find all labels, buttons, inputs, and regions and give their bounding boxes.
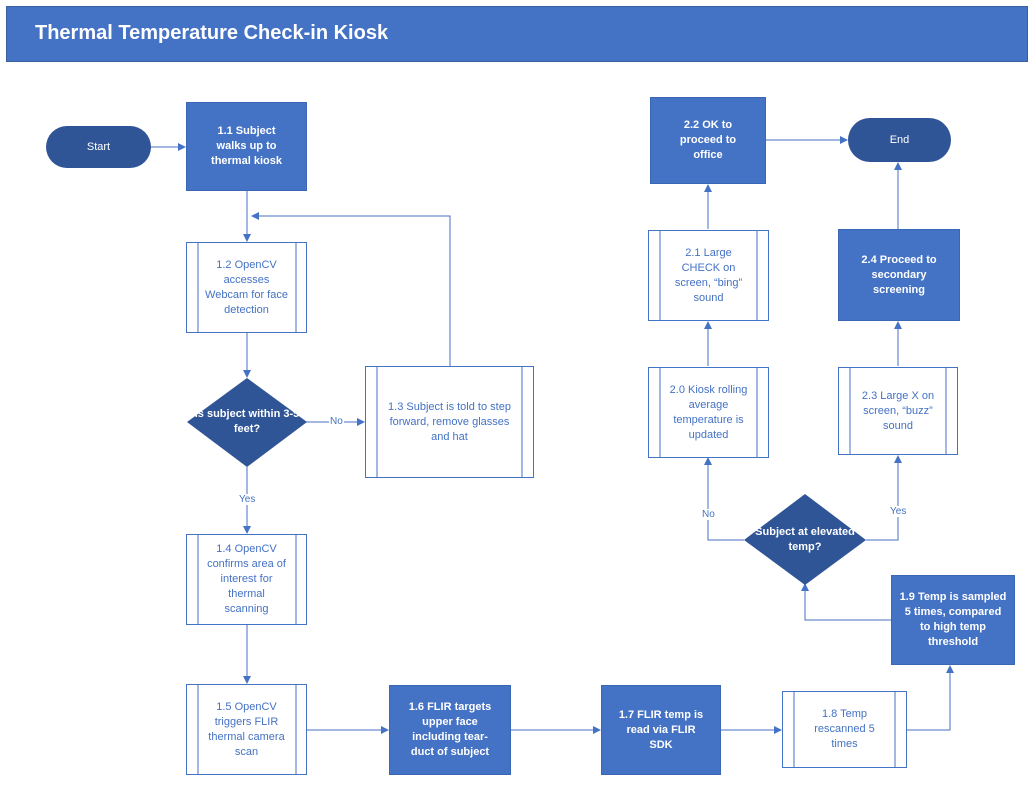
step-1-4-box: 1.4 OpenCV confirms area of interest for…	[186, 534, 307, 625]
step-1-6-label: 1.6 FLIR targets upper face including te…	[408, 701, 492, 758]
step-2-3-box: 2.3 Large X on screen, “buzz” sound	[838, 367, 958, 455]
end-terminal: End	[848, 118, 951, 162]
step-2-4-box: 2.4 Proceed to secondary screening	[838, 229, 960, 321]
step-1-2-label: 1.2 OpenCV accesses Webcam for face dete…	[205, 258, 288, 316]
step-1-3-label: 1.3 Subject is told to step forward, rem…	[388, 400, 511, 443]
step-2-2-box: 2.2 OK to proceed to office	[650, 97, 766, 184]
edge-label-d1-no: No	[329, 416, 344, 427]
step-1-1-label: 1.1 Subject walks up to thermal kiosk	[211, 125, 282, 167]
step-2-1-label: 2.1 Large CHECK on screen, “bing” sound	[674, 246, 743, 304]
decision-elevated-temp-label: Subject at elevated temp?	[755, 526, 855, 553]
step-1-5-box: 1.5 OpenCV triggers FLIR thermal camera …	[186, 684, 307, 775]
step-1-8-box: 1.8 Temp rescanned 5 times	[782, 691, 907, 768]
step-2-2-label: 2.2 OK to proceed to office	[679, 119, 737, 161]
step-1-9-box: 1.9 Temp is sampled 5 times, compared to…	[891, 575, 1015, 665]
start-terminal: Start	[46, 126, 151, 168]
step-1-1-box: 1.1 Subject walks up to thermal kiosk	[186, 102, 307, 191]
step-2-3-label: 2.3 Large X on screen, “buzz” sound	[861, 389, 935, 432]
step-1-2-box: 1.2 OpenCV accesses Webcam for face dete…	[186, 242, 307, 333]
end-label: End	[889, 133, 910, 146]
edge-1-8-1-9	[907, 665, 954, 731]
edge-1-9-d2	[801, 583, 891, 621]
edge-d2-no	[704, 457, 744, 541]
step-1-9-label: 1.9 Temp is sampled 5 times, compared to…	[899, 591, 1007, 648]
header-bar: Thermal Temperature Check-in Kiosk	[6, 6, 1028, 62]
step-2-1-box: 2.1 Large CHECK on screen, “bing” sound	[648, 230, 769, 321]
step-1-6-box: 1.6 FLIR targets upper face including te…	[389, 685, 511, 775]
page-title: Thermal Temperature Check-in Kiosk	[35, 22, 389, 44]
edge-d2-yes	[866, 455, 902, 541]
decision-elevated-temp-shape	[744, 494, 866, 585]
step-1-5-label: 1.5 OpenCV triggers FLIR thermal camera …	[208, 700, 285, 758]
decision-within-range-shape	[187, 378, 307, 467]
edge-label-d2-yes: Yes	[889, 506, 908, 517]
step-1-4-label: 1.4 OpenCV confirms area of interest for…	[207, 543, 286, 615]
step-2-0-box: 2.0 Kiosk rolling average temperature is…	[648, 367, 769, 458]
edge-1-3-loop	[251, 212, 451, 366]
step-1-8-label: 1.8 Temp rescanned 5 times	[814, 708, 875, 750]
step-2-4-label: 2.4 Proceed to secondary screening	[861, 253, 937, 296]
step-1-7-box: 1.7 FLIR temp is read via FLIR SDK	[601, 685, 721, 775]
step-1-7-label: 1.7 FLIR temp is read via FLIR SDK	[618, 708, 704, 751]
step-1-3-box: 1.3 Subject is told to step forward, rem…	[365, 366, 534, 478]
start-label: Start	[86, 140, 111, 153]
edge-label-d2-no: No	[701, 509, 716, 520]
decision-within-range-label: Is subject within 3-5 feet?	[194, 408, 300, 435]
edge-label-d1-yes: Yes	[238, 494, 257, 505]
step-2-0-label: 2.0 Kiosk rolling average temperature is…	[669, 383, 748, 441]
